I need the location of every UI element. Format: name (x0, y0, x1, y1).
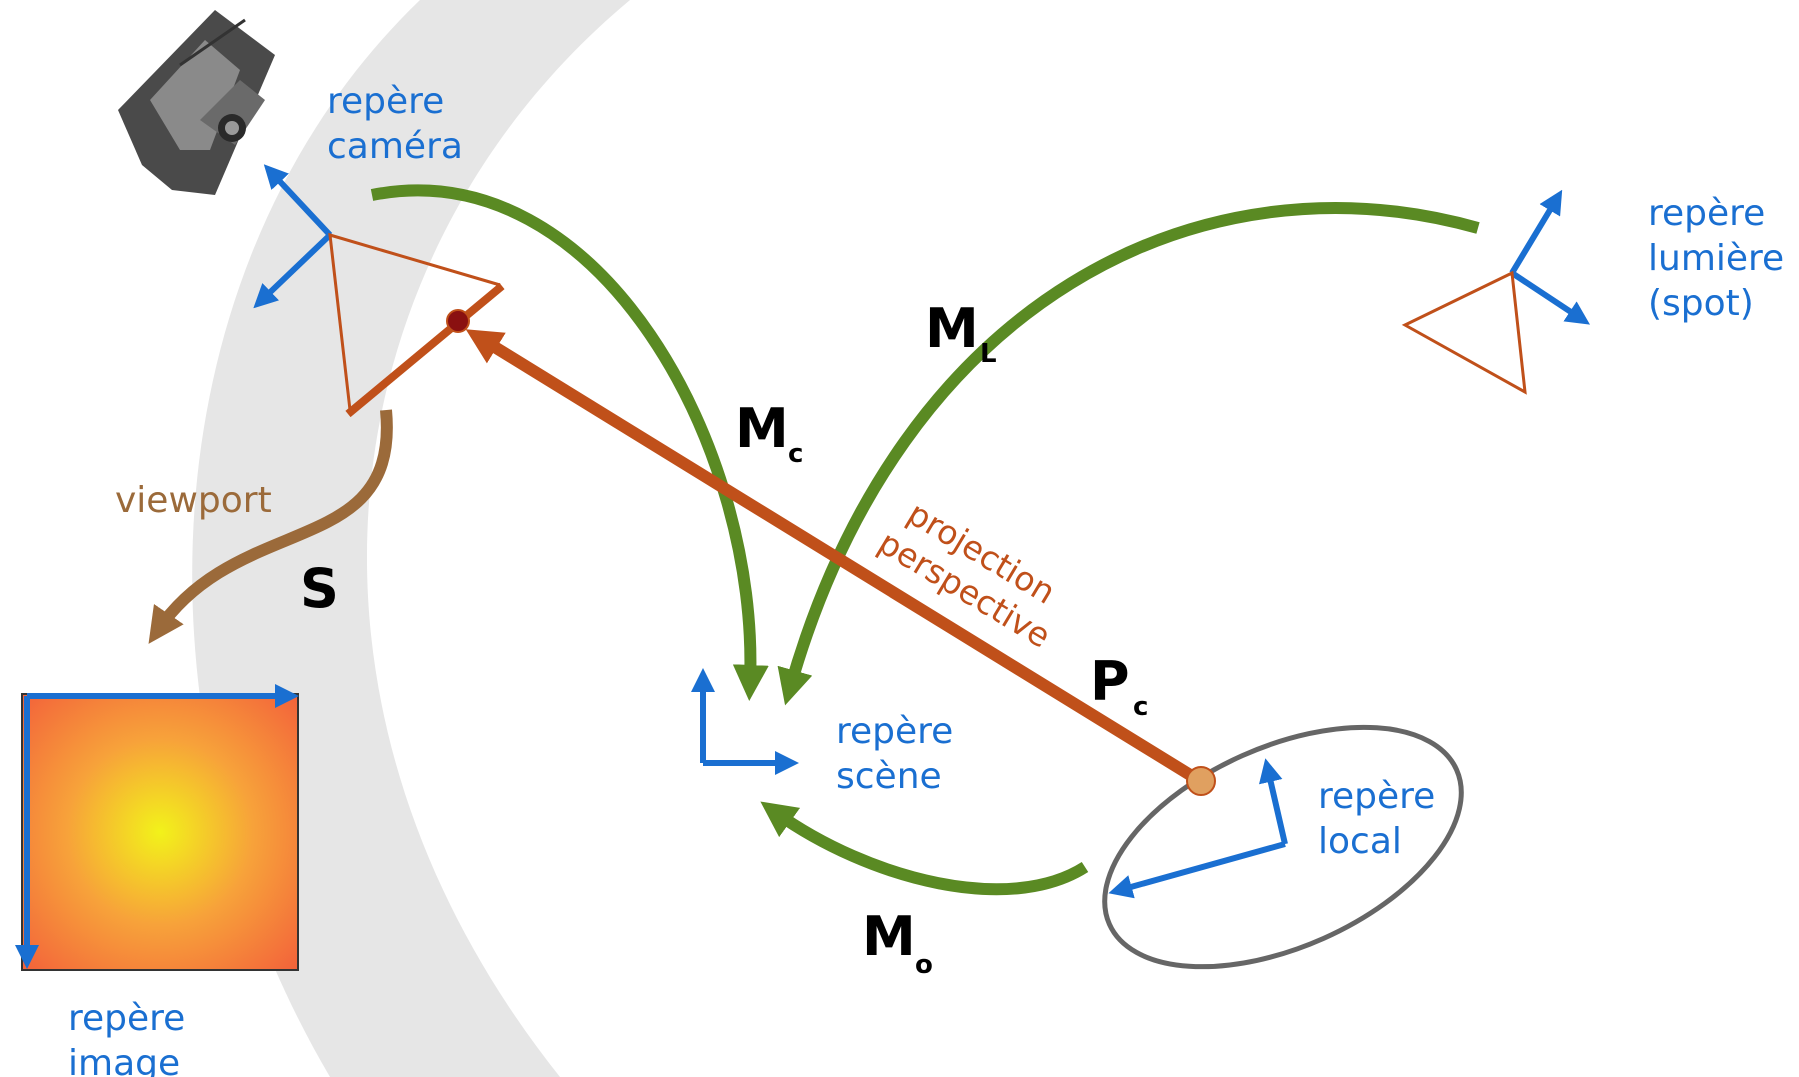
object-ellipse (1102, 724, 1464, 970)
viewport-label: viewport (115, 480, 272, 521)
image-raster (21, 693, 299, 971)
mo-transform-label: M o (862, 905, 933, 980)
ml-sub: L (980, 339, 997, 369)
ml-transform-label: M L (925, 297, 997, 369)
mc-main: M (735, 397, 789, 460)
mo-sub: o (915, 950, 933, 980)
ml-transform-arrow (777, 202, 1480, 706)
local-frame-label: repère local (1318, 776, 1447, 862)
light-frame-line3: (spot) (1648, 283, 1754, 324)
camera-frame-axes (253, 164, 333, 309)
image-frame-line2: image (68, 1043, 180, 1077)
scene-frame-label: repère scène (836, 711, 965, 797)
scene-frame-line1: repère (836, 711, 953, 752)
mo-transform-arrow (760, 801, 1089, 896)
light-frame-line2: lumière (1648, 238, 1784, 279)
background-arc (192, 0, 630, 1077)
image-frame (15, 684, 299, 971)
pc-main: P (1090, 650, 1130, 713)
camera-frame-label: repère caméra (327, 81, 463, 167)
light-frame-label: repère lumière (spot) (1648, 193, 1796, 324)
projected-point (1186, 766, 1216, 796)
local-frame-line1: repère (1318, 776, 1435, 817)
scene-frame-line2: scène (836, 756, 942, 797)
mc-transform-arrow (370, 184, 769, 701)
local-frame-line2: local (1318, 821, 1402, 862)
image-frame-label: repère image (68, 998, 197, 1077)
s-transform-label: S (300, 557, 339, 620)
light-frame-line1: repère (1648, 193, 1765, 234)
light-frame-axes (1509, 189, 1591, 325)
camera-frame-line2: caméra (327, 126, 463, 167)
camera-frustum (328, 232, 505, 418)
viewport-arrow (148, 409, 393, 644)
mc-sub: c (788, 439, 803, 469)
image-frame-line1: repère (68, 998, 185, 1039)
projection-label: projection perspective (872, 493, 1063, 655)
pc-sub: c (1133, 692, 1148, 722)
mo-main: M (862, 905, 916, 968)
local-frame-axes (1108, 758, 1288, 899)
mc-transform-label: M c (735, 397, 803, 469)
scene-frame-axes (691, 668, 799, 775)
projection-arrow (465, 329, 1204, 787)
light-frustum (1401, 270, 1527, 395)
pc-transform-label: P c (1090, 650, 1148, 722)
camera-photo-icon (118, 10, 275, 195)
ml-main: M (925, 297, 979, 360)
camera-frame-line1: repère (327, 81, 444, 122)
